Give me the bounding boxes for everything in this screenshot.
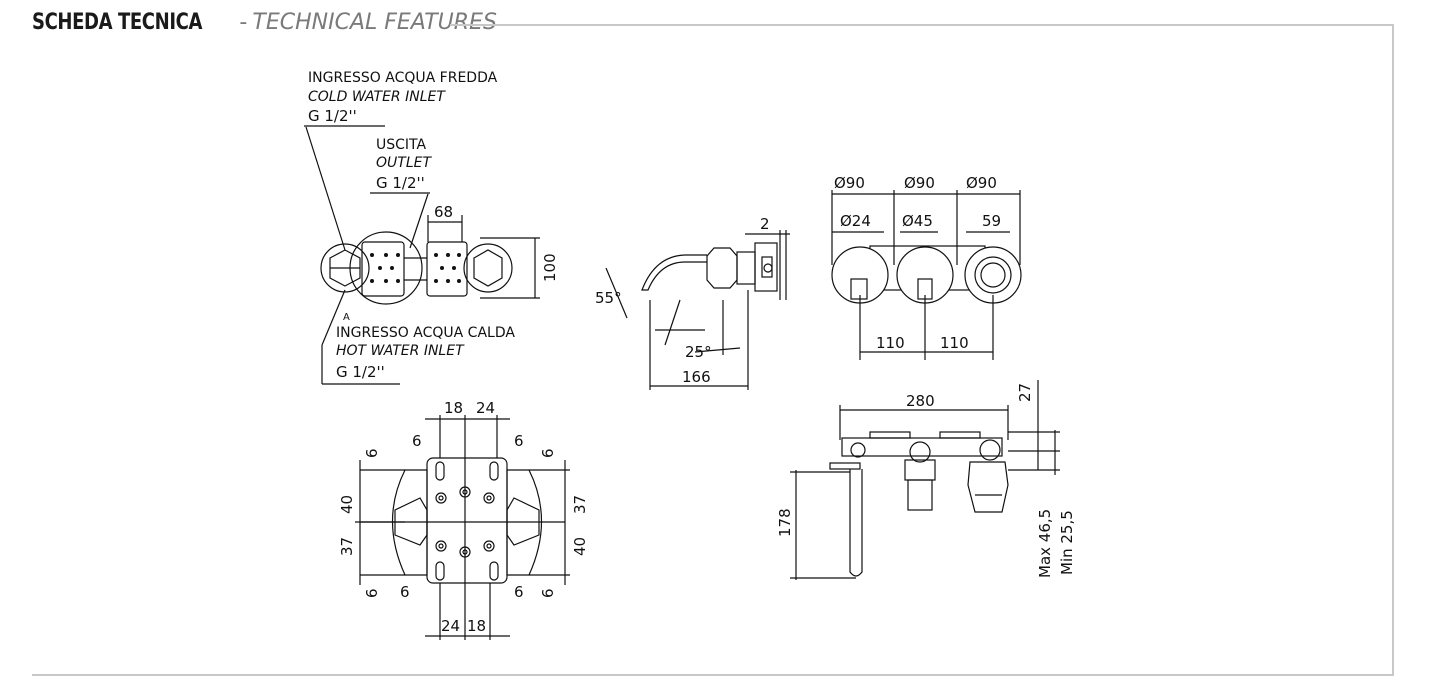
dim-6-left-bottom: 6	[363, 588, 381, 598]
mounting-plate-view: 18 24 6 6 6 40 37 6	[338, 399, 589, 640]
dim-24-bottom: 24	[441, 617, 460, 635]
dia-24: Ø24	[840, 212, 871, 230]
hot-inlet-label-en: HOT WATER INLET	[336, 343, 465, 359]
dim-68: 68	[434, 203, 453, 221]
header-title-sub: TECHNICAL FEATURES	[252, 10, 497, 35]
dim-100: 100	[541, 253, 559, 282]
depth-max: Max 46,5	[1036, 509, 1054, 578]
plan-view: INGRESSO ACQUA FREDDA COLD WATER INLET G…	[304, 70, 559, 385]
installation-section-view: 280 27 178 Max 46,5 Min 25,5	[776, 380, 1076, 580]
dim-6-right-top: 6	[539, 448, 557, 458]
dim-280: 280	[906, 392, 935, 410]
dim-6-bl: 6	[400, 583, 410, 601]
outlet-label-en: OUTLET	[376, 155, 432, 171]
cold-inlet-label-it: INGRESSO ACQUA FREDDA	[308, 70, 498, 86]
front-view: Ø90 Ø90 Ø90 Ø24 Ø45 59 110 110	[831, 174, 1022, 360]
dia-90-left: Ø90	[834, 174, 865, 192]
dim-40-right: 40	[571, 537, 589, 556]
angle-55: 55°	[595, 289, 622, 307]
cold-inlet-label-en: COLD WATER INLET	[308, 89, 446, 105]
dia-45: Ø45	[902, 212, 933, 230]
drawing-frame	[32, 24, 1394, 676]
dim-166: 166	[682, 368, 711, 386]
header-separator: -	[239, 10, 248, 35]
dim-110-a: 110	[876, 334, 905, 352]
dim-18-top: 18	[444, 399, 463, 417]
page-header: SCHEDA TECNICA - TECHNICAL FEATURES	[32, 10, 497, 40]
dim-6-tr: 6	[514, 432, 524, 450]
hot-inlet-size: G 1/2''	[336, 363, 385, 381]
marker-a: A	[343, 312, 350, 323]
dim-6-left-top: 6	[363, 448, 381, 458]
outlet-size: G 1/2''	[376, 174, 425, 192]
dim-178: 178	[776, 508, 794, 537]
dim-37-left: 37	[338, 537, 356, 556]
dim-59: 59	[982, 212, 1001, 230]
angle-25: 25°	[685, 343, 712, 361]
header-title-main: SCHEDA TECNICA	[32, 10, 203, 35]
hot-inlet-label-it: INGRESSO ACQUA CALDA	[336, 325, 515, 341]
side-view: 2 55° 25° 166	[595, 215, 790, 390]
cold-inlet-size: G 1/2''	[308, 107, 357, 125]
dim-18-bottom: 18	[467, 617, 486, 635]
dim-27: 27	[1016, 383, 1034, 402]
dim-6-right-bottom: 6	[539, 588, 557, 598]
dim-37-right: 37	[571, 495, 589, 514]
dim-40-left: 40	[338, 495, 356, 514]
dim-2: 2	[760, 215, 770, 233]
outlet-label-it: USCITA	[376, 137, 427, 153]
dia-90-mid: Ø90	[904, 174, 935, 192]
dia-90-right: Ø90	[966, 174, 997, 192]
depth-min: Min 25,5	[1058, 510, 1076, 575]
dim-6-tl: 6	[412, 432, 422, 450]
dim-6-br: 6	[514, 583, 524, 601]
dim-110-b: 110	[940, 334, 969, 352]
dim-24-top: 24	[476, 399, 495, 417]
